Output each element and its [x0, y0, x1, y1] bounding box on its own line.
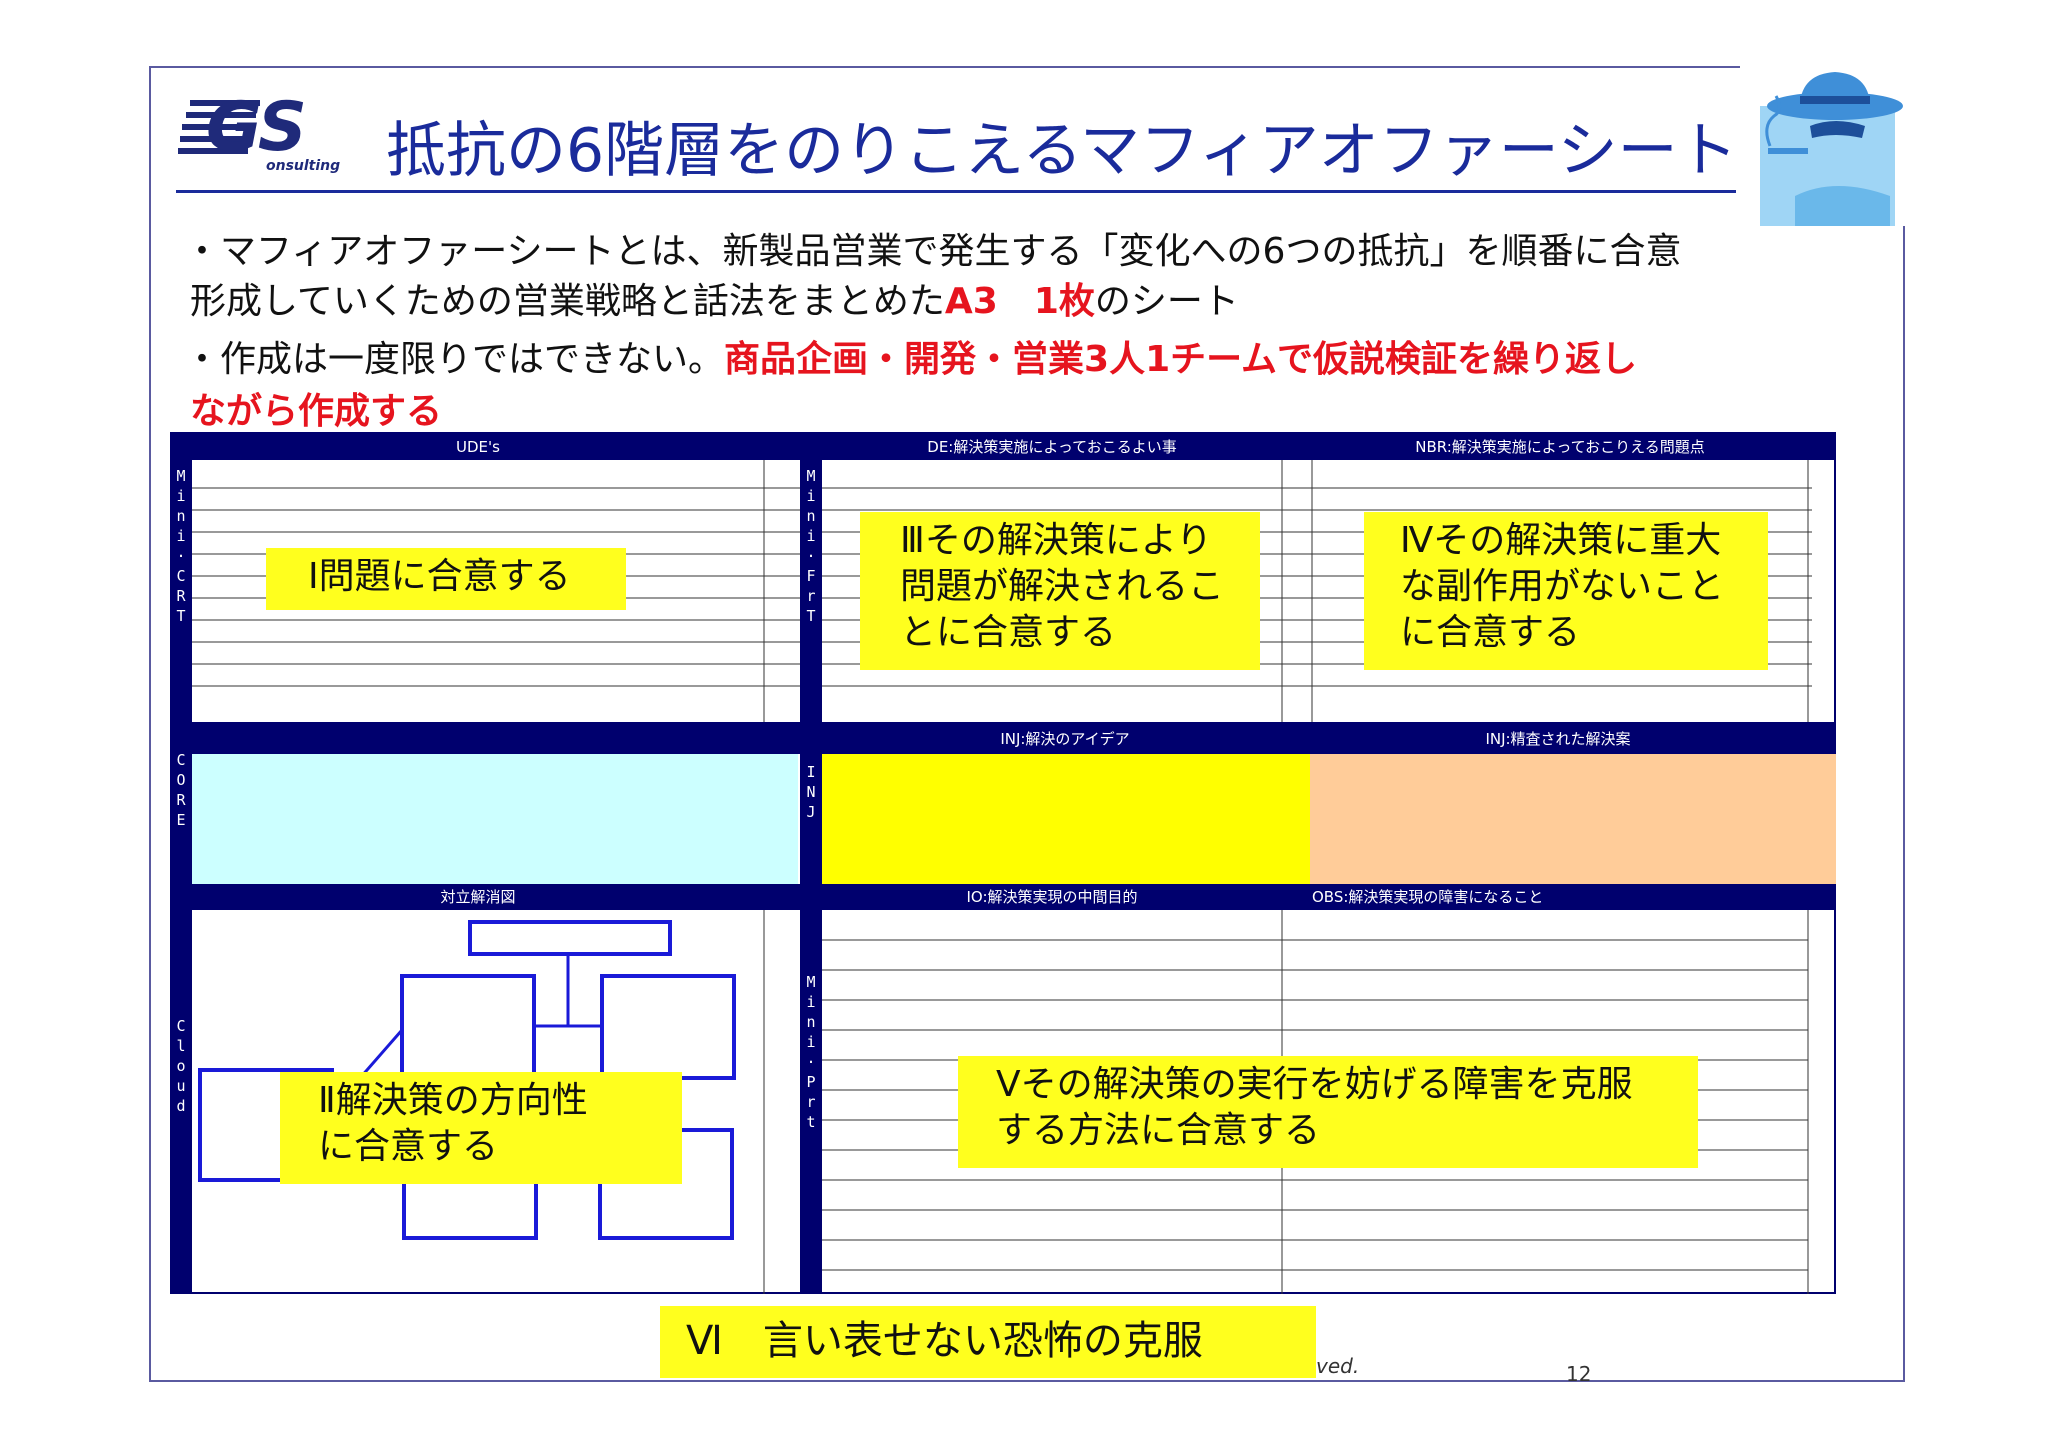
- side-band-mini-frt: [800, 432, 822, 722]
- callout-step-6: Ⅵ 言い表せない恐怖の克服: [660, 1306, 1316, 1378]
- callout-step-5-line-1: Ⅴその解決策の実行を妨げる障害を克服: [996, 1064, 1633, 1105]
- bullet-line-3-highlight: 商品企画・開発・営業3人1チームで仮説検証を繰り返し: [724, 339, 1638, 380]
- header-spacer-1: [764, 434, 800, 460]
- bullet-line-3-a: ・作成は一度限りではできない。: [184, 339, 725, 380]
- page-number: 12: [1566, 1362, 1592, 1386]
- header-nbr: NBR:解決策実施によっておこりえる問題点: [1312, 434, 1808, 460]
- footer-copyright: ved.: [1316, 1354, 1360, 1378]
- callout-step-4-line-3: に合意する: [1400, 612, 1581, 653]
- page-title: 抵抗の6階層をのりこえるマフィアオファーシート: [386, 116, 1738, 186]
- inj-refined-cell: [1310, 754, 1836, 884]
- header-udes: UDE's: [192, 434, 764, 460]
- header-cloud: 対立解消図: [192, 884, 764, 910]
- callout-step-5: Ⅴその解決策の実行を妨げる障害を克服 する方法に合意する: [958, 1056, 1698, 1168]
- bullet-line-3: ・作成は一度限りではできない。商品企画・開発・営業3人1チームで仮説検証を繰り返…: [184, 330, 1637, 382]
- bullet-line-2-a: 形成していくための営業戦略と話法をまとめた: [190, 281, 945, 322]
- header-io: IO:解決策実現の中間目的: [822, 884, 1282, 910]
- bullet-line-2-b: のシート: [1094, 281, 1239, 322]
- callout-step-4-line-1: Ⅳその解決策に重大: [1400, 520, 1722, 561]
- title-underline: [176, 190, 1736, 193]
- header-spacer-3: [1808, 434, 1836, 460]
- bullet-line-4: ながら作成する: [190, 391, 443, 432]
- header-inj-idea: INJ:解決のアイデア: [822, 726, 1308, 752]
- callout-step-2: Ⅱ解決策の方向性 に合意する: [280, 1072, 682, 1184]
- header-obs: OBS:解決策実現の障害になること: [1312, 884, 1808, 910]
- callout-step-3: Ⅲその解決策により 問題が解決されるこ とに合意する: [860, 512, 1260, 670]
- mafia-illustration: [1740, 66, 1905, 226]
- side-band-mini-crt: [170, 432, 192, 722]
- callout-step-3-line-3: とに合意する: [900, 612, 1117, 653]
- side-band-mini-prt: [800, 884, 822, 1294]
- callout-step-1: Ⅰ問題に合意する: [266, 548, 626, 610]
- callout-step-3-line-2: 問題が解決されるこ: [900, 566, 1225, 607]
- side-band-inj: [800, 722, 822, 884]
- bullet-line-1: ・マフィアオファーシートとは、新製品営業で発生する「変化への6つの抵抗」を順番に…: [184, 231, 1682, 272]
- bullet-line-2: 形成していくための営業戦略と話法をまとめたA3 1枚のシート: [190, 272, 1239, 324]
- callout-step-4-line-2: な副作用がないこと: [1400, 566, 1725, 607]
- mafia-icon: [1760, 72, 1903, 226]
- bullet-line-2-highlight: A3 1枚: [944, 281, 1095, 322]
- logo-gs: GS: [206, 88, 307, 167]
- side-band-core: [170, 722, 192, 884]
- side-band-cloud: [170, 884, 192, 1294]
- header-spacer-2: [1282, 434, 1312, 460]
- callout-step-5-line-2: する方法に合意する: [996, 1110, 1321, 1151]
- callout-step-4: Ⅳその解決策に重大 な副作用がないこと に合意する: [1364, 512, 1768, 670]
- header-de: DE:解決策実施によっておこるよい事: [822, 434, 1282, 460]
- inj-idea-cell: [822, 754, 1310, 884]
- logo-stripes: [178, 100, 260, 154]
- logo-subtext: onsulting: [266, 158, 341, 174]
- callout-step-3-line-1: Ⅲその解決策により: [900, 520, 1213, 561]
- core-cell: [192, 754, 798, 884]
- callout-step-2-line-2: に合意する: [318, 1126, 499, 1167]
- callout-step-2-line-1: Ⅱ解決策の方向性: [318, 1080, 588, 1121]
- header-inj-refined: INJ:精査された解決案: [1310, 726, 1806, 752]
